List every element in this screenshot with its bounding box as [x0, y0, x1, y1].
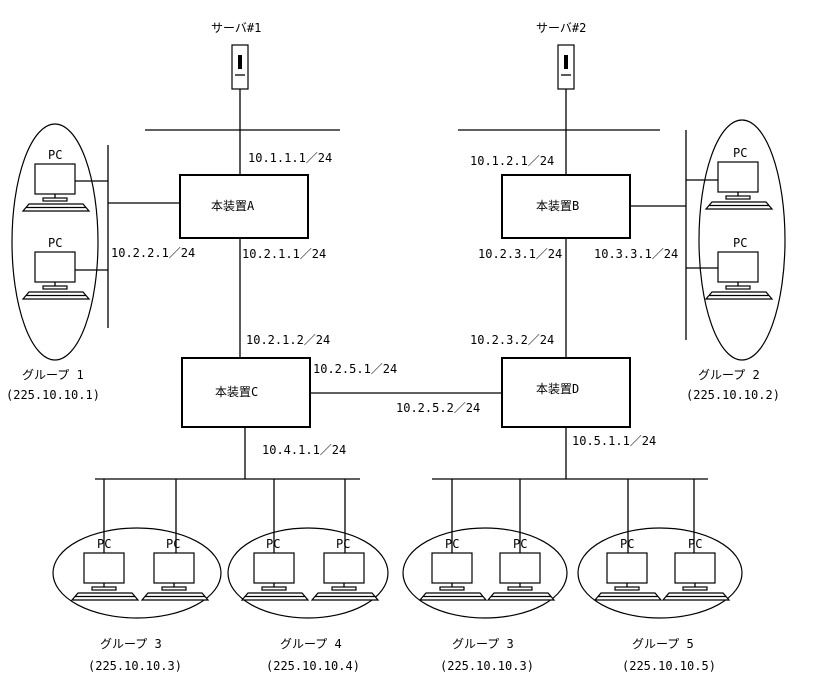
- group-4-name: グループ 4: [280, 637, 342, 651]
- pc-icon: [141, 552, 209, 601]
- pc-label: PC: [688, 537, 702, 551]
- group-4-address: (225.10.10.4): [266, 659, 360, 673]
- pc-icon: [71, 552, 139, 601]
- pc-icon: [22, 163, 90, 212]
- pc-icon: [594, 552, 662, 601]
- addr-a-left: 10.2.2.1／24: [111, 246, 195, 260]
- device-d: 本装置D: [501, 357, 631, 428]
- group-5-name: グループ 5: [632, 637, 694, 651]
- group-5-cluster: PC PC: [577, 479, 743, 619]
- group-2-cluster: PC PC: [685, 119, 786, 361]
- addr-a-up: 10.1.1.1／24: [248, 151, 332, 165]
- pc-label: PC: [445, 537, 459, 551]
- server-1: サーバ#1: [211, 21, 261, 130]
- group-4-cluster: PC PC: [227, 479, 389, 619]
- pc-label: PC: [620, 537, 634, 551]
- group-2-address: (225.10.10.2): [686, 388, 780, 402]
- pc-icon: [705, 161, 773, 210]
- pc-label: PC: [733, 146, 747, 160]
- pc-label: PC: [266, 537, 280, 551]
- addr-d-down: 10.5.1.1／24: [572, 434, 656, 448]
- pc-icon: [705, 251, 773, 300]
- server-2: サーバ#2: [536, 21, 586, 130]
- addr-b-up: 10.1.2.1／24: [470, 154, 554, 168]
- addr-b-down: 10.2.3.1／24: [478, 247, 562, 261]
- device-c-label: 本装置C: [215, 385, 258, 399]
- device-d-label: 本装置D: [536, 382, 579, 396]
- pc-label: PC: [48, 236, 62, 250]
- device-b-label: 本装置B: [536, 199, 579, 213]
- server-1-label: サーバ#1: [211, 21, 261, 35]
- group-1-cluster: PC PC: [11, 123, 109, 361]
- pc-icon: [22, 251, 90, 300]
- addr-c-right: 10.2.5.1／24: [313, 362, 397, 376]
- pc-icon: [662, 552, 730, 601]
- server-2-icon: [557, 44, 575, 90]
- pc-icon: [241, 552, 309, 601]
- server-1-icon: [231, 44, 249, 90]
- group-1-name: グループ 1: [22, 368, 84, 382]
- device-a: 本装置A: [179, 174, 309, 239]
- group-3a-address: (225.10.10.3): [88, 659, 182, 673]
- pc-label: PC: [97, 537, 111, 551]
- pc-label: PC: [48, 148, 62, 162]
- group-3b-cluster: PC PC: [402, 479, 568, 619]
- addr-a-down: 10.2.1.1／24: [242, 247, 326, 261]
- addr-b-right: 10.3.3.1／24: [594, 247, 678, 261]
- pc-icon: [311, 552, 379, 601]
- addr-d-left: 10.2.5.2／24: [396, 401, 480, 415]
- device-b: 本装置B: [501, 174, 631, 239]
- pc-icon: [487, 552, 555, 601]
- group-1-address: (225.10.10.1): [6, 388, 100, 402]
- group-3b-address: (225.10.10.3): [440, 659, 534, 673]
- addr-c-up: 10.2.1.2／24: [246, 333, 330, 347]
- group-3a-name: グループ 3: [100, 637, 162, 651]
- device-c: 本装置C: [181, 357, 311, 428]
- server-2-label: サーバ#2: [536, 21, 586, 35]
- pc-label: PC: [166, 537, 180, 551]
- group-5-address: (225.10.10.5): [622, 659, 716, 673]
- pc-label: PC: [513, 537, 527, 551]
- pc-label: PC: [336, 537, 350, 551]
- pc-label: PC: [733, 236, 747, 250]
- addr-d-up: 10.2.3.2／24: [470, 333, 554, 347]
- group-3a-cluster: PC PC: [52, 479, 222, 619]
- device-a-label: 本装置A: [211, 199, 255, 213]
- group-2-name: グループ 2: [698, 368, 760, 382]
- addr-c-down: 10.4.1.1／24: [262, 443, 346, 457]
- pc-icon: [419, 552, 487, 601]
- group-3b-name: グループ 3: [452, 637, 514, 651]
